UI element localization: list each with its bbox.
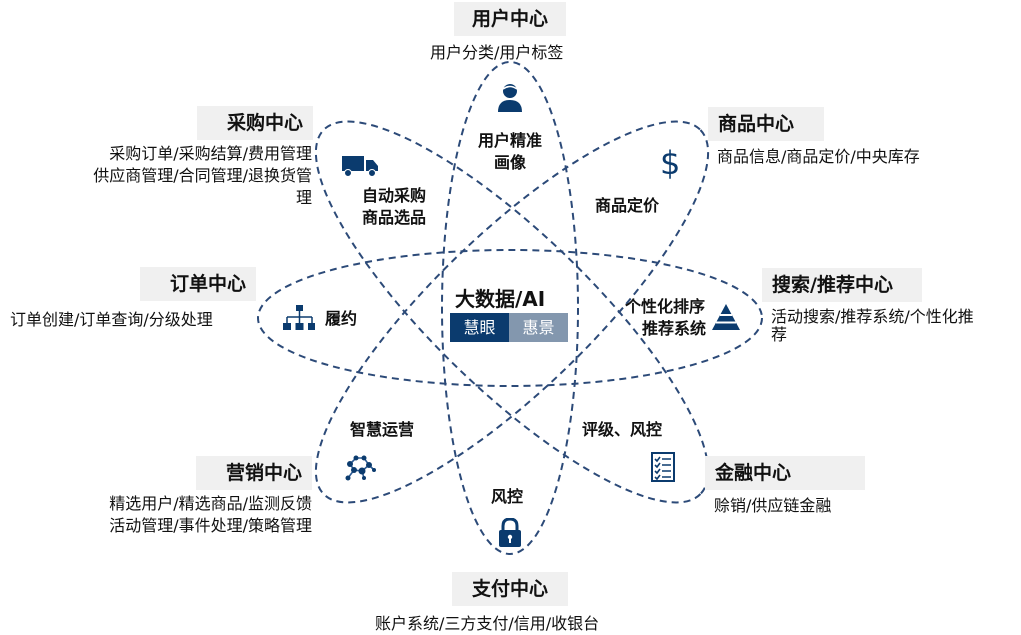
node-risk: 风控 <box>491 487 524 506</box>
org-chart-icon <box>283 305 315 330</box>
node-label: 用户精准 <box>477 131 542 150</box>
purchase-desc-line: 采购订单/采购结算/费用管理 <box>109 144 312 163</box>
order-center-header: 订单中心 <box>140 267 256 301</box>
user-icon <box>498 84 522 112</box>
payment-center-desc: 账户系统/三方支付/信用/收银台 <box>375 614 600 633</box>
finance-center-header: 金融中心 <box>705 456 865 490</box>
payment-center-header: 支付中心 <box>452 572 568 606</box>
tag-huijing: 惠景 <box>509 313 568 342</box>
tag-huiyan: 慧眼 <box>450 313 509 342</box>
core-tags: 慧眼 惠景 <box>450 313 568 342</box>
order-center-desc: 订单创建/订单查询/分级处理 <box>10 310 213 329</box>
purchase-desc-line: 理 <box>295 188 312 207</box>
node-pricing: 商品定价 <box>594 196 659 215</box>
checklist-icon <box>651 452 675 482</box>
truck-icon <box>342 156 378 177</box>
marketing-center-header: 营销中心 <box>196 456 312 490</box>
purchase-center-desc: 采购订单/采购结算/费用管理 供应商管理/合同管理/退换货管 理 <box>50 143 312 209</box>
node-recommend: 个性化排序 推荐系统 <box>615 296 715 340</box>
finance-center-desc: 赊销/供应链金融 <box>714 496 832 515</box>
user-center-header: 用户中心 <box>454 2 566 36</box>
node-label: 画像 <box>493 153 526 172</box>
lock-icon <box>499 518 521 547</box>
node-auto-purchase: 自动采购 商品选品 <box>352 185 436 229</box>
node-label: 自动采购 <box>361 186 426 205</box>
purchase-desc-line: 供应商管理/合同管理/退换货管 <box>93 166 312 185</box>
pyramid-icon <box>712 304 740 330</box>
marketing-center-desc: 精选用户/精选商品/监测反馈 活动管理/事件处理/策略管理 <box>60 493 312 537</box>
node-label: 推荐系统 <box>641 319 706 338</box>
node-label: 个性化排序 <box>624 297 705 316</box>
node-user-portrait: 用户精准 画像 <box>468 130 552 174</box>
search-center-header: 搜索/推荐中心 <box>762 268 922 302</box>
product-center-header: 商品中心 <box>708 107 824 141</box>
node-label: 商品选品 <box>361 208 426 227</box>
marketing-desc-line: 精选用户/精选商品/监测反馈 <box>109 494 312 513</box>
search-desc-line: 活动搜索/推荐系统/个性化推 <box>771 307 974 326</box>
network-icon <box>345 455 376 481</box>
search-desc-line: 荐 <box>771 325 788 344</box>
dollar-icon: $ <box>660 144 681 182</box>
core-title: 大数据/AI <box>455 287 546 311</box>
marketing-desc-line: 活动管理/事件处理/策略管理 <box>109 516 312 535</box>
orbit-diagonal-b <box>314 120 710 504</box>
orbit-vertical <box>441 61 579 555</box>
node-fulfillment: 履约 <box>325 309 358 328</box>
node-smart-ops: 智慧运营 <box>350 420 415 439</box>
orbit-horizontal <box>257 249 763 387</box>
purchase-center-header: 采购中心 <box>197 106 313 140</box>
orbit-diagonal-a <box>314 120 710 504</box>
user-center-desc: 用户分类/用户标签 <box>430 43 564 62</box>
node-rating: 评级、风控 <box>582 420 663 439</box>
product-center-desc: 商品信息/商品定价/中央库存 <box>717 147 920 166</box>
search-center-desc: 活动搜索/推荐系统/个性化推 荐 <box>771 306 1021 346</box>
